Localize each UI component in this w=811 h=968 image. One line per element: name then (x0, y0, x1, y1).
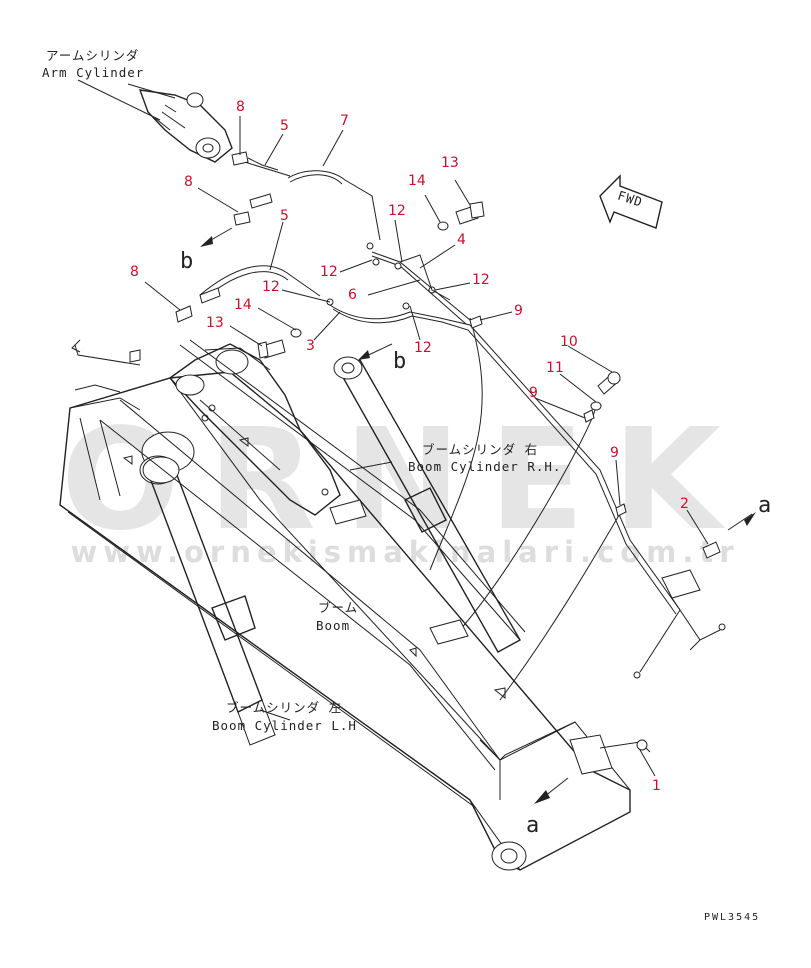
callout-number: 7 (340, 113, 349, 129)
boom-cylinder-lh (142, 456, 276, 746)
part-callouts: 8 5 7 8 5 8 13 14 12 12 4 12 6 12 14 13 … (130, 99, 689, 794)
callout-number: 13 (441, 155, 459, 171)
fittings (175, 151, 721, 775)
fwd-label: FWD (616, 188, 645, 210)
boom-cylinder-lh-label-en: Boom Cylinder L.H (212, 718, 357, 733)
view-marker-b-center: b (393, 349, 406, 374)
boom-cylinder-rh-label-jp: ブームシリンダ 右 (422, 442, 538, 457)
fwd-arrow: FWD (599, 174, 663, 229)
callout-number: 8 (236, 99, 245, 115)
view-arrows (200, 227, 756, 804)
callout-number: 14 (408, 173, 426, 189)
boom-cylinder-rh-label-en: Boom Cylinder R.H. (408, 459, 561, 474)
callout-number: 12 (262, 279, 280, 295)
arm-cylinder (138, 89, 233, 163)
arm-cylinder-label-en: Arm Cylinder (42, 65, 144, 80)
drawing-code: PWL3545 (704, 912, 760, 923)
callout-number: 8 (184, 174, 193, 190)
hose-lines (99, 157, 726, 771)
view-marker-b-left: b (180, 249, 193, 274)
callout-number: 4 (457, 232, 466, 248)
callout-number: 10 (560, 334, 578, 350)
callout-number: 9 (610, 445, 619, 461)
callout-number: 5 (280, 118, 289, 134)
callout-number: 11 (546, 360, 564, 376)
watermark: ORNEK www.ornekismakinalari.com.tr (61, 399, 739, 569)
callout-number: 5 (280, 208, 289, 224)
callout-number: 3 (306, 338, 315, 354)
boom-label-jp: ブーム (318, 600, 358, 615)
callout-number: 2 (680, 496, 689, 512)
callout-number: 13 (206, 315, 224, 331)
arm-cylinder-label-jp: アームシリンダ (46, 48, 139, 63)
leader-lines (77, 79, 709, 777)
watermark-url: www.ornekismakinalari.com.tr (70, 535, 739, 569)
callout-number: 6 (348, 287, 357, 303)
callout-number: 14 (234, 297, 252, 313)
callout-number: 12 (472, 272, 490, 288)
view-marker-a-top: a (758, 493, 771, 518)
callout-number: 9 (529, 385, 538, 401)
boom-label-en: Boom (316, 618, 350, 633)
view-marker-a-bottom: a (526, 813, 539, 838)
boom-cylinder-lh-label-jp: ブームシリンダ 左 (226, 700, 342, 715)
callout-number: 9 (514, 303, 523, 319)
callout-number: 8 (130, 264, 139, 280)
callout-number: 12 (414, 340, 432, 356)
callout-number: 12 (388, 203, 406, 219)
component-labels: アームシリンダ Arm Cylinder ブームシリンダ 右 Boom Cyli… (42, 48, 771, 838)
callout-number: 12 (320, 264, 338, 280)
callout-number: 1 (652, 778, 661, 794)
